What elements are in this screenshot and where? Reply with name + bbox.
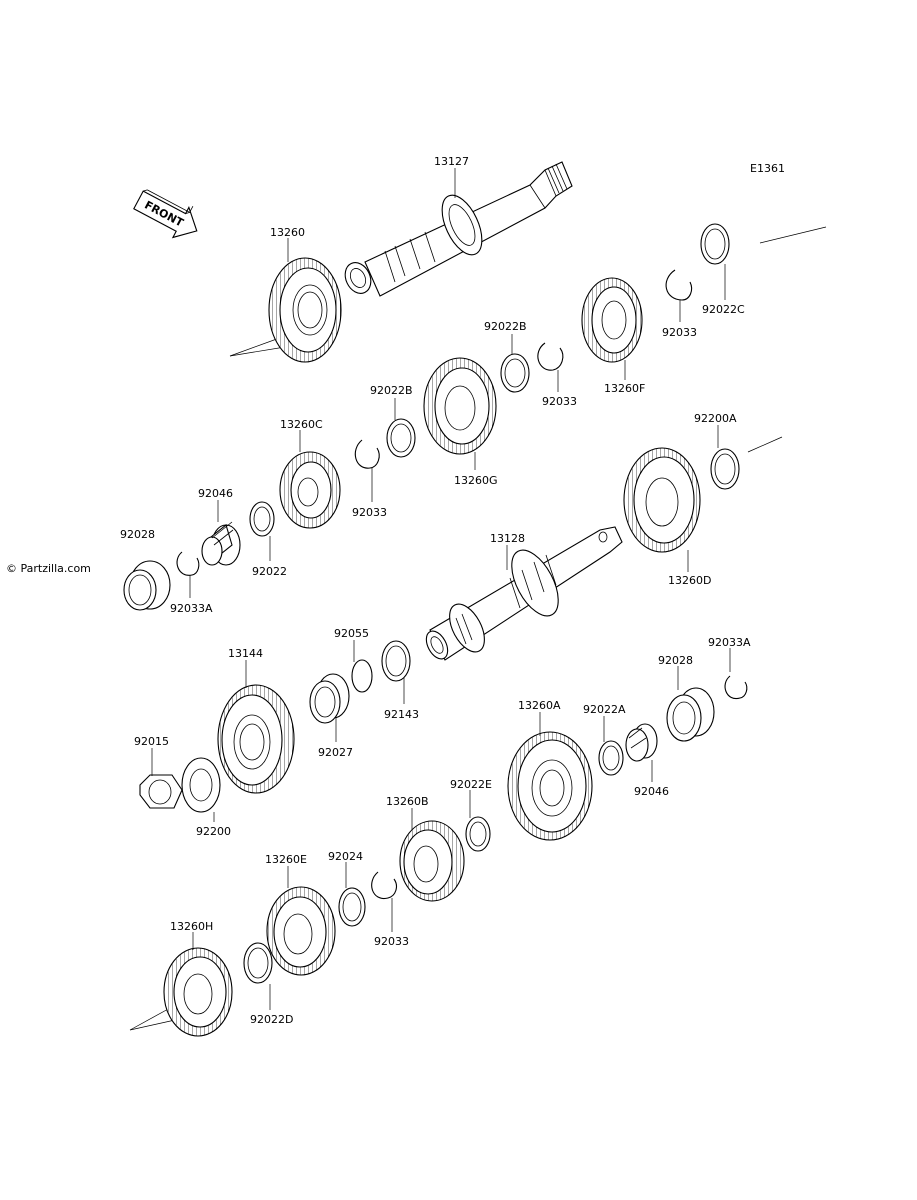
label-92143: 92143 (384, 708, 419, 721)
label-13260B: 13260B (386, 795, 429, 808)
label-13260: 13260 (270, 226, 305, 239)
circlip-92033A-lower (724, 675, 748, 700)
label-92028-lower: 92028 (658, 654, 693, 667)
watermark: © Partzilla.com (6, 562, 91, 575)
gear-13260C (279, 451, 341, 529)
label-92022B-upper: 92022B (484, 320, 527, 333)
needle-bearing-92046-lower (625, 723, 658, 762)
gear-13260F (581, 277, 643, 363)
diagram-code: E1361 (750, 162, 785, 175)
label-13260H: 13260H (170, 920, 213, 933)
axis-line-top-right (759, 226, 827, 244)
nut-92015 (139, 774, 183, 809)
bushing-92027 (309, 673, 350, 724)
front-arrow-icon: FRONT (133, 189, 198, 239)
label-92033-third: 92033 (352, 506, 387, 519)
output-shaft-13128 (425, 526, 623, 661)
input-shaft-13127 (344, 161, 573, 297)
gear-13260A (507, 731, 593, 841)
label-92046-lower: 92046 (634, 785, 669, 798)
label-92022C: 92022C (702, 303, 745, 316)
gear-13260G (423, 357, 497, 455)
label-92200: 92200 (196, 825, 231, 838)
gear-13260E (266, 886, 336, 976)
gear-13260H (163, 947, 233, 1037)
ball-bearing-92028-upper (123, 560, 171, 611)
label-92033-second: 92033 (542, 395, 577, 408)
circlip-92033-second (537, 342, 564, 371)
label-13127: 13127 (434, 155, 469, 168)
label-92028-upper: 92028 (120, 528, 155, 541)
label-13260C: 13260C (280, 418, 323, 431)
label-92033A-lower: 92033A (708, 636, 751, 649)
circlip-92033-fourth (371, 871, 397, 899)
label-92022-upper: 92022 (252, 565, 287, 578)
oring-92055 (351, 659, 373, 693)
leader-lines (151, 168, 731, 1010)
lock-washer-92200 (181, 757, 221, 813)
label-13260A: 13260A (518, 699, 561, 712)
label-92033-fourth: 92033 (374, 935, 409, 948)
circlip-92033A-upper (176, 551, 200, 576)
label-92022A: 92022A (583, 703, 626, 716)
label-92022B-lower: 92022B (370, 384, 413, 397)
label-92015: 92015 (134, 735, 169, 748)
part-labels: 13127 13260 92022C 92033 13260F 92022B 9… (120, 155, 751, 1026)
label-13260F: 13260F (604, 382, 645, 395)
sprocket-13144 (217, 684, 295, 794)
label-92027: 92027 (318, 746, 353, 759)
label-92033-top: 92033 (662, 326, 697, 339)
label-13128: 13128 (490, 532, 525, 545)
gear-13260 (268, 257, 342, 363)
label-92022D: 92022D (250, 1013, 293, 1026)
label-92024: 92024 (328, 850, 363, 863)
axis-line-top-left-b (229, 346, 286, 357)
axis-line-bottom-left-a (129, 1007, 171, 1031)
label-92055: 92055 (334, 627, 369, 640)
label-13260D: 13260D (668, 574, 711, 587)
label-92033A-upper: 92033A (170, 602, 213, 615)
axis-line-mid-right (747, 436, 783, 453)
gear-13260D (623, 447, 701, 553)
label-13260G: 13260G (454, 474, 498, 487)
label-13144: 13144 (228, 647, 263, 660)
needle-bearing-92046-upper (201, 521, 241, 566)
ball-bearing-92028-lower (666, 687, 715, 742)
label-92046-upper: 92046 (198, 487, 233, 500)
axis-line-bottom-left-b (129, 1019, 176, 1031)
label-13260E: 13260E (265, 853, 307, 866)
circlip-92033-third (354, 439, 380, 469)
label-92022E: 92022E (450, 778, 492, 791)
gear-13260B (399, 820, 465, 902)
circlip-92033-top (665, 269, 693, 301)
label-92200A: 92200A (694, 412, 737, 425)
